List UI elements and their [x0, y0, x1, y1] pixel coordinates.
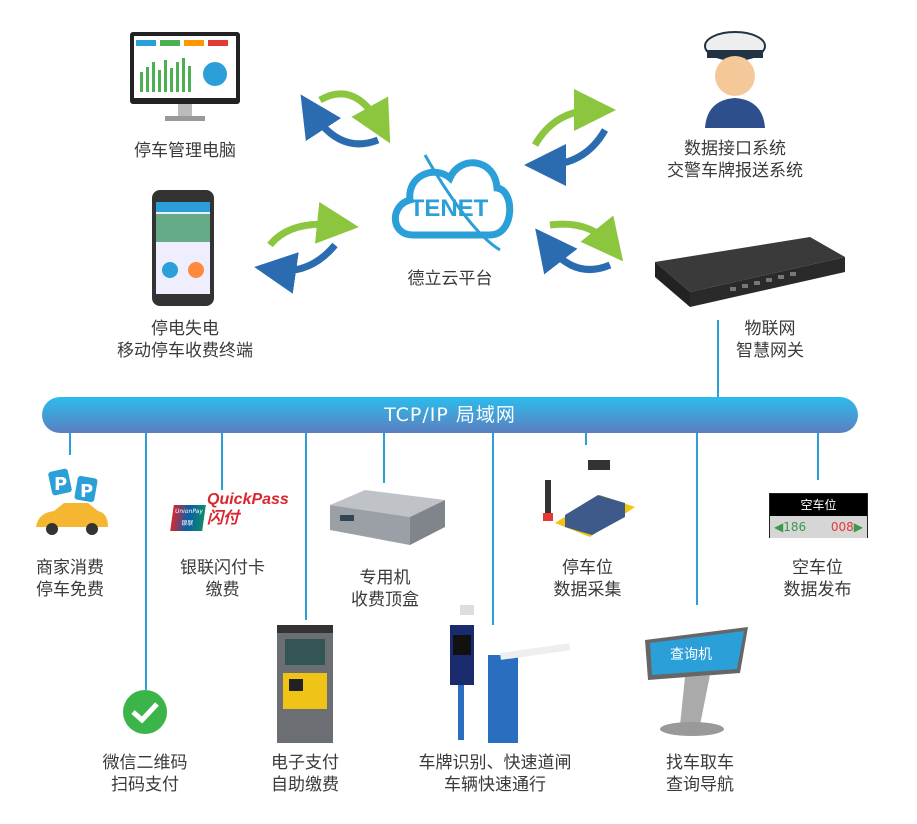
- unionpay-logo: UnionPay 银联: [170, 505, 206, 531]
- query-kiosk-icon: 查询机: [645, 627, 748, 736]
- tcpip-lan-bus: TCP/IP 局域网: [42, 397, 858, 433]
- arrow-right-icon: ▶: [853, 520, 863, 534]
- connector-line: [717, 320, 719, 398]
- arrow-blue: [535, 228, 612, 275]
- connector-line: [492, 433, 494, 625]
- node-label: 数据接口系统交警车牌报送系统: [667, 139, 803, 181]
- lpr-barrier-gate-icon: [450, 605, 570, 743]
- node-label: 车牌识别、快速道闸车辆快速通行: [418, 753, 572, 795]
- node-label: 停车位数据采集: [553, 558, 622, 600]
- iot-gateway-icon: [655, 237, 845, 307]
- sync-arrows: [254, 89, 624, 294]
- arrow-green: [549, 215, 624, 262]
- arrow-green: [318, 90, 391, 144]
- node-label: 微信二维码扫码支付: [102, 753, 188, 795]
- sign-left-count: 186: [783, 520, 807, 534]
- svg-text:P: P: [54, 474, 67, 495]
- arrow-green: [531, 89, 616, 147]
- arrow-green: [267, 201, 359, 248]
- node-label: 找车取车查询导航: [666, 753, 734, 795]
- node-label: 电子支付自助缴费: [271, 753, 339, 795]
- parking-space-detector-icon: [543, 460, 635, 537]
- node-label: 商家消费停车免费: [36, 558, 104, 600]
- arrow-blue: [254, 242, 338, 294]
- svg-text:P: P: [80, 481, 93, 502]
- node-label: 银联闪付卡缴费: [180, 558, 265, 600]
- monitor-icon: [130, 32, 240, 121]
- connector-line: [221, 433, 223, 490]
- parking-car-icon: P P: [36, 468, 108, 535]
- sign-right-count: 008: [830, 520, 854, 534]
- connector-line: [145, 433, 147, 690]
- arrow-blue: [524, 128, 609, 186]
- node-label: 停电失电移动停车收费终端: [117, 319, 253, 361]
- wechat-pay-icon: [123, 690, 167, 734]
- connector-line: [585, 433, 587, 445]
- kiosk-screen-text: 查询机: [670, 647, 712, 663]
- node-label: 空车位数据发布: [783, 558, 852, 600]
- traffic-police-icon: [704, 31, 766, 128]
- node-label: 停车管理电脑: [134, 141, 236, 161]
- quickpass-logo: QuickPass 闪付: [207, 491, 289, 527]
- node-label: 专用机收费顶盒: [351, 568, 419, 610]
- connector-line: [696, 433, 698, 605]
- mobile-terminal-icon: [152, 190, 214, 306]
- self-service-kiosk-icon: [277, 625, 333, 743]
- cloud-logo-text: TENET: [410, 195, 489, 222]
- tenet-cloud-logo: TENET: [391, 154, 514, 252]
- connector-line: [305, 433, 307, 620]
- vacancy-sign: 空车位 ◀186 008▶: [769, 493, 868, 538]
- sign-title: 空车位: [770, 494, 867, 516]
- set-top-box-icon: [330, 490, 445, 545]
- connector-line: [383, 433, 385, 483]
- connector-line: [69, 433, 71, 455]
- connector-line: [817, 433, 819, 480]
- cloud-label: 德立云平台: [407, 269, 493, 289]
- node-label: 物联网智慧网关: [736, 319, 804, 361]
- arrow-blue: [300, 94, 380, 148]
- arrow-left-icon: ◀: [774, 520, 784, 534]
